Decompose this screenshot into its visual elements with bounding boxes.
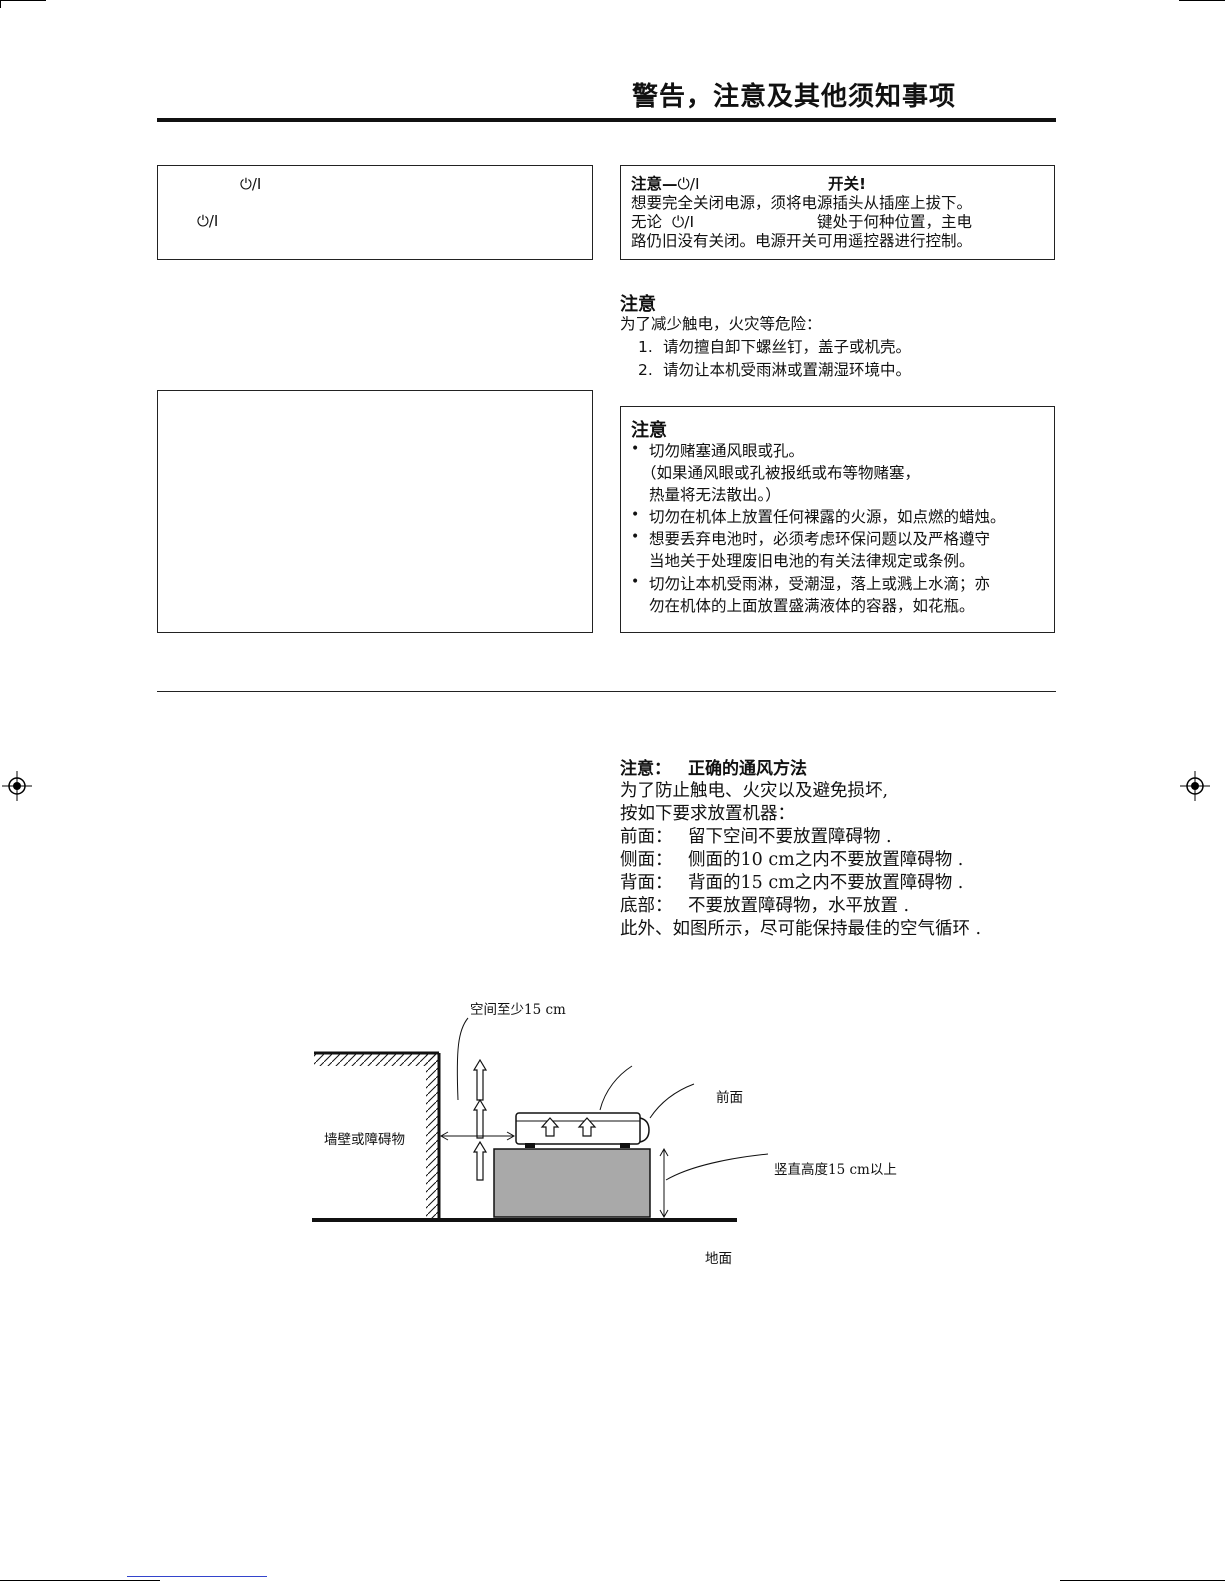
label-wall: 墙壁或障碍物 [324,1132,405,1148]
power-caution-switch: 开关! [828,175,867,193]
vent-bullet-4-line1: 切勿让本机受雨淋，受潮湿，落上或溅上水滴；亦 [649,575,991,593]
vent-caution-box: 注意 • 切勿赌塞通风眼或孔。 （如果通风眼或孔被报纸或布等物赌塞， 热量将无法… [620,406,1055,633]
shock-caution-intro: 为了减少触电，火灾等危险： [620,315,822,333]
label-front: 前面 [716,1090,743,1106]
vent-bullet-1-line2: （如果通风眼或孔被报纸或布等物赌塞， [641,464,921,482]
label-floor: 地面 [705,1251,732,1267]
vent-bullet-2-line1: 切勿在机体上放置任何裸露的火源，如点燃的蜡烛。 [649,508,1006,526]
vent-bullet-3-dot: • [631,529,640,545]
power-caution-line2-suffix: 键处于何种位置，主电 [817,213,973,231]
crop-mark-top-left-v [0,0,1,8]
ventilation-diagram [312,1017,769,1222]
label-space-above: 空间至少15 cm [470,1002,566,1018]
vent-bullet-4-dot: • [631,574,640,590]
registration-mark-left-icon [2,771,32,801]
ventilation-line-2: 按如下要求放置机器： [620,804,795,824]
shock-item-2-text: 请勿让本机受雨淋或置潮湿环境中。 [663,361,912,379]
crop-mark-top-right [1179,0,1225,1]
power-caution-box: 注意—⏻/I 开关! 想要完全关闭电源，须将电源插头从插座上拔下。 无论 ⏻/I… [620,165,1055,260]
ventilation-row-bottom-label: 底部： [620,896,673,916]
vent-bullet-1-line3: 热量将无法散出。） [649,486,781,504]
vent-bullet-1-line1: 切勿赌塞通风眼或孔。 [649,442,805,460]
power-caution-prefix: 注意— [631,175,678,193]
blank-notice-box [157,390,593,633]
ventilation-row-side-label: 侧面： [620,850,673,870]
vent-arrow-icon [577,1117,597,1137]
ventilation-row-back-text: 背面的15 cm之内不要放置障碍物 . [688,873,964,893]
bottom-link-underline [127,1576,267,1577]
vent-bullet-4-line2: 勿在机体的上面放置盛满液体的容器，如花瓶。 [649,597,975,615]
power-caution-line2-symbol: ⏻/I [672,213,695,231]
ventilation-row-back-label: 背面： [620,873,673,893]
standby-notice-box: ⏻/I ⏻/I [157,165,593,260]
vent-bullet-3-line1: 想要丢弃电池时，必须考虑环保问题以及严格遵守 [649,530,991,548]
wall-hatching [314,1051,441,1218]
title-rule [157,118,1056,122]
shock-caution-title: 注意 [620,294,656,315]
airflow-arrow-icon [472,1098,488,1139]
registration-mark-right-icon [1180,771,1210,801]
power-caution-heading: 注意—⏻/I [631,175,700,195]
vent-bullet-2-dot: • [631,507,640,523]
ventilation-head-label: 注意： [620,759,671,779]
ventilation-closing: 此外、如图所示，尽可能保持最佳的空气循环 . [620,919,982,939]
platform-box [493,1148,651,1218]
ventilation-row-bottom-text: 不要放置障碍物，水平放置 . [688,896,910,916]
airflow-arrow-icon [472,1140,488,1181]
power-caution-line1: 想要完全关闭电源，须将电源插头从插座上拔下。 [631,194,973,212]
vent-bullet-3-line2: 当地关于处理废旧电池的有关法律规定或条例。 [649,552,975,570]
vent-caution-title: 注意 [631,420,667,441]
ventilation-row-front-text: 留下空间不要放置障碍物 . [688,827,892,847]
ventilation-row-front-label: 前面： [620,827,673,847]
ventilation-line-1: 为了防止触电、火灾以及避免损坏, [620,781,889,801]
label-height: 竖直高度15 cm以上 [774,1162,897,1178]
section-divider [157,691,1056,692]
power-symbol-1: ⏻/I [240,175,262,193]
crop-mark-top-left [0,0,46,1]
airflow-arrow-icon [472,1058,488,1101]
power-caution-symbol: ⏻/I [677,175,700,193]
power-caution-line2-prefix: 无论 [631,213,663,231]
power-symbol-2: ⏻/I [197,212,219,230]
power-caution-line3: 路仍旧没有关闭。电源开关可用遥控器进行控制。 [631,232,973,250]
vent-arrow-icon [540,1117,560,1137]
crop-mark-bottom-left [0,1580,160,1581]
ventilation-head-title: 正确的通风方法 [688,759,807,779]
shock-item-2-num: 2. [638,361,653,379]
shock-item-1-text: 请勿擅自卸下螺丝钉，盖子或机壳。 [663,338,912,356]
ventilation-row-side-text: 侧面的10 cm之内不要放置障碍物 . [688,850,964,870]
shock-item-1-num: 1. [638,338,653,356]
page-title: 警告，注意及其他须知事项 [632,82,957,112]
crop-mark-bottom-right [1060,1580,1225,1581]
vent-bullet-1-dot: • [631,441,640,457]
